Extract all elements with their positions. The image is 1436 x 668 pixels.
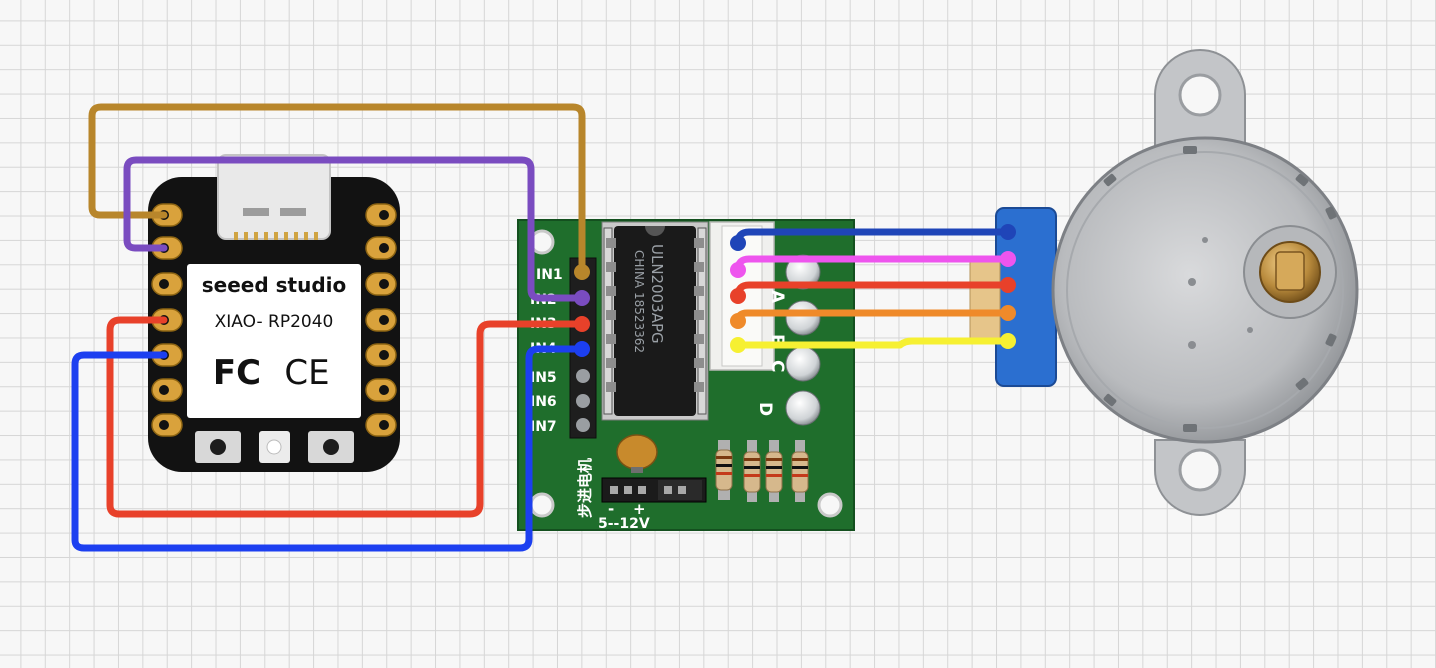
pin-label-in1: IN1 [536, 267, 563, 283]
motor-pin3-connector[interactable] [1000, 277, 1016, 293]
chip-marking-line2: ULN2003APG [648, 244, 666, 344]
motor-pin1-connector[interactable] [1000, 224, 1016, 240]
led-label-a: A [767, 290, 787, 304]
uln2003-driver-board[interactable]: CHINA 18523362 ULN2003APG A B C D IN1 IN… [517, 219, 855, 532]
driver-b-connector[interactable] [730, 262, 746, 278]
rgb-led [259, 431, 290, 463]
uln2003-chip: CHINA 18523362 ULN2003APG [601, 221, 709, 421]
motor-pin4-connector[interactable] [1000, 305, 1016, 321]
power-minus-label: - [608, 500, 614, 518]
xiao-model-label: XIAO- RP2040 [215, 312, 334, 332]
driver-e-connector[interactable] [730, 337, 746, 353]
motor-pin2-connector[interactable] [1000, 251, 1016, 267]
power-voltage-label: 5--12V [598, 516, 650, 532]
in3-connector[interactable] [574, 316, 590, 332]
reset-button[interactable] [195, 431, 241, 463]
xiao-brand-label: seeed studio [202, 273, 347, 297]
led-label-d: D [755, 402, 775, 416]
power-plus-label: + [633, 500, 646, 518]
stepper-motor[interactable] [969, 49, 1359, 516]
chip-marking-line1: CHINA 18523362 [632, 250, 646, 353]
in1-connector[interactable] [574, 264, 590, 280]
wire-xiao-to-in3[interactable] [106, 316, 586, 518]
boot-button[interactable] [308, 431, 354, 463]
in4-connector[interactable] [574, 341, 590, 357]
ce-mark: CE [284, 353, 329, 393]
resistors [715, 440, 809, 502]
fc-mark: FC [213, 353, 261, 393]
wire-xiao-to-in1[interactable] [88, 103, 586, 276]
pin-label-in5: IN5 [530, 370, 557, 386]
driver-a-connector[interactable] [730, 235, 746, 251]
capacitor [616, 434, 658, 473]
driver-c-connector[interactable] [730, 288, 746, 304]
wire-xiao-to-in2[interactable] [123, 156, 586, 302]
pin-label-in7: IN7 [530, 419, 557, 435]
board-side-label: 步进电机 [576, 458, 594, 518]
in2-connector[interactable] [574, 290, 590, 306]
xiao-rp2040-board[interactable]: seeed studio XIAO- RP2040 FC CE [148, 154, 400, 472]
pin-label-in6: IN6 [530, 394, 557, 410]
wire-xiao-to-in4[interactable] [71, 345, 586, 552]
motor-pin5-connector[interactable] [1000, 333, 1016, 349]
wire-driver-e-to-motor[interactable] [734, 337, 1012, 349]
led-label-c: C [767, 360, 787, 372]
power-header[interactable] [601, 477, 707, 503]
driver-d-connector[interactable] [730, 313, 746, 329]
